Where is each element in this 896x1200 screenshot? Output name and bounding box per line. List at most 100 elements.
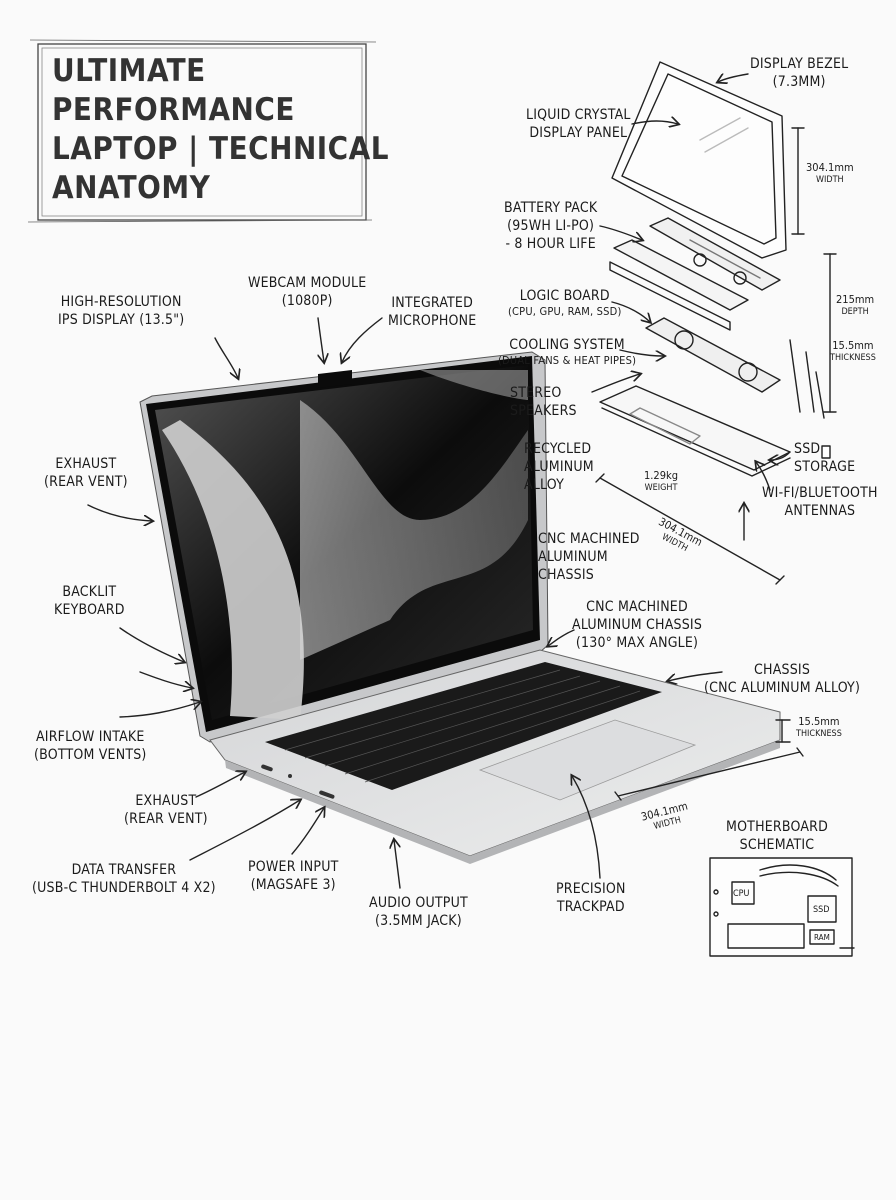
callout-speakers: STEREO SPEAKERS [510, 384, 577, 420]
trackpad [478, 719, 697, 801]
title-line: LAPTOP | TECHNICAL [52, 131, 389, 167]
callout-cooling: COOLING SYSTEM (DUAL FANS & HEAT PIPES) [498, 336, 636, 368]
callout-line: (95Wh Li-Po) [507, 218, 595, 234]
dim-value: 304.1mm [806, 161, 854, 174]
callout-line: (1080p) [281, 293, 333, 309]
callout-line: ALUMINUM [538, 549, 608, 565]
schematic-cpu-chip [731, 881, 755, 905]
dim-value: 215mm [836, 293, 875, 306]
callout-line: (CPU, GPU, RAM, SSD) [508, 305, 622, 318]
callout-line: COOLING SYSTEM [509, 337, 625, 353]
callout-hinge: CNC MACHINED ALUMINUM CHASSIS (130° MAX … [572, 598, 702, 652]
callout-recycled: RECYCLED ALUMINUM ALLOY [524, 440, 594, 494]
callout-exhaust-bottom: EXHAUST (REAR VENT) [124, 792, 208, 828]
callout-line: (USB-C THUNDERBOLT 4 x2) [32, 880, 216, 896]
title-line: ANATOMY [52, 170, 211, 206]
callout-line: ALUMINUM [524, 459, 594, 475]
callout-line: AUDIO OUTPUT [369, 895, 468, 911]
exploded-dimension-lines [595, 127, 837, 585]
callout-line: CHASSIS [538, 567, 594, 583]
schematic-title: MOTHERBOARD SCHEMATIC [726, 818, 828, 854]
callout-line: LIQUID CRYSTAL [526, 107, 631, 123]
callout-line: BATTERY PACK [504, 200, 598, 216]
callout-line: WEBCAM MODULE [248, 275, 367, 291]
callout-wifi: WI-FI/BLUETOOTH ANTENNAS [762, 484, 878, 520]
callout-line: KEYBOARD [54, 602, 125, 618]
dim-depth: 215mm DEPTH [836, 294, 874, 318]
dim-unit: WEIGHT [644, 483, 678, 493]
callout-line: (7.3mm) [772, 74, 826, 90]
callout-line: HIGH-RESOLUTION [60, 294, 182, 310]
callout-data-transfer: DATA TRANSFER (USB-C THUNDERBOLT 4 x2) [32, 861, 216, 897]
callout-line: (130° MAX ANGLE) [575, 635, 699, 651]
schematic-ssd-label: SSD [813, 905, 830, 915]
callout-line: - 8 HOUR LIFE [505, 236, 596, 252]
exploded-view [599, 61, 831, 541]
keyboard-keys [284, 669, 641, 783]
callout-lcd: LIQUID CRYSTAL DISPLAY PANEL [526, 106, 631, 142]
dim-unit: THICKNESS [830, 353, 876, 363]
dim-value: 15.5mm [798, 715, 840, 728]
title-line: PERFORMANCE [52, 92, 295, 128]
callout-line: EXHAUST [55, 456, 117, 472]
callout-line: DISPLAY PANEL [529, 125, 628, 141]
title-line: ULTIMATE [52, 53, 206, 89]
callout-bezel: DISPLAY BEZEL (7.3mm) [750, 55, 848, 91]
callout-line: TRACKPAD [556, 899, 625, 915]
callout-airflow: AIRFLOW INTAKE (BOTTOM VENTS) [34, 728, 147, 764]
callout-line: AIRFLOW INTAKE [35, 729, 145, 745]
callout-line: (DUAL FANS & HEAT PIPES) [498, 354, 637, 367]
keyboard [265, 662, 662, 790]
schematic-ram-label: RAM [814, 933, 830, 942]
callout-audio: AUDIO OUTPUT (3.5mm JACK) [369, 894, 468, 930]
page-title: ULTIMATE PERFORMANCE LAPTOP | TECHNICAL … [52, 52, 389, 208]
port-usbc [261, 764, 273, 772]
callout-line: MICROPHONE [388, 313, 477, 329]
schematic-title-line: SCHEMATIC [739, 837, 815, 853]
callout-microphone: INTEGRATED MICROPHONE [388, 294, 476, 330]
laptop-illustration [139, 351, 781, 864]
callout-power: POWER INPUT (MAGSAFE 3) [248, 858, 339, 894]
main-callout-arrows [87, 317, 723, 889]
callout-cnc-exploded: CNC MACHINED ALUMINUM CHASSIS [538, 530, 640, 584]
callout-logic-board: LOGIC BOARD (CPU, GPU, RAM, SSD) [508, 287, 622, 319]
main-dimension-lines [614, 719, 804, 801]
dim-thickness-top: 15.5mm THICKNESS [830, 340, 876, 364]
callout-line: (MAGSAFE 3) [250, 877, 336, 893]
callout-line: STORAGE [794, 459, 856, 475]
callout-line: (BOTTOM VENTS) [34, 747, 147, 763]
callout-line: CHASSIS [754, 662, 811, 678]
schematic-ssd-chip [807, 895, 837, 923]
port-audio [288, 774, 292, 778]
callout-line: INTEGRATED [391, 295, 473, 311]
callout-line: RECYCLED [524, 441, 592, 457]
callout-line: WI-FI/BLUETOOTH [762, 485, 878, 501]
callout-line: EXHAUST [135, 793, 197, 809]
callout-webcam: WEBCAM MODULE (1080p) [248, 274, 366, 310]
dim-unit: WIDTH [815, 175, 844, 185]
callout-battery: BATTERY PACK (95Wh Li-Po) - 8 HOUR LIFE [504, 199, 597, 253]
callout-line: (3.5mm JACK) [375, 913, 462, 929]
callout-line: BACKLIT [62, 584, 117, 600]
schematic-title-line: MOTHERBOARD [726, 819, 828, 835]
callout-keyboard: BACKLIT KEYBOARD [54, 583, 125, 619]
callout-line: CNC MACHINED [586, 599, 688, 615]
dim-weight: 1.29kg WEIGHT [644, 470, 678, 494]
callout-line: IPS DISPLAY (13.5") [58, 312, 185, 328]
schematic-cpu-label: CPU [733, 889, 750, 899]
callout-line: (REAR VENT) [44, 474, 128, 490]
callout-chassis: CHASSIS (CNC ALUMINUM ALLOY) [704, 661, 860, 697]
callout-line: CNC MACHINED [538, 531, 640, 547]
callout-exhaust-top: EXHAUST (REAR VENT) [44, 455, 128, 491]
dim-thickness-main: 15.5mm THICKNESS [796, 716, 842, 740]
dim-unit: THICKNESS [796, 729, 842, 739]
port-magsafe [319, 790, 335, 799]
camera-notch [318, 370, 352, 388]
callout-trackpad: PRECISION TRACKPAD [556, 880, 626, 916]
callout-line: DATA TRANSFER [71, 862, 177, 878]
exploded-callout-arrows [591, 74, 791, 491]
wallpaper-wave [162, 420, 304, 720]
callout-line: ALUMINUM CHASSIS [572, 617, 703, 633]
dim-width-top: 304.1mm WIDTH [806, 162, 854, 186]
